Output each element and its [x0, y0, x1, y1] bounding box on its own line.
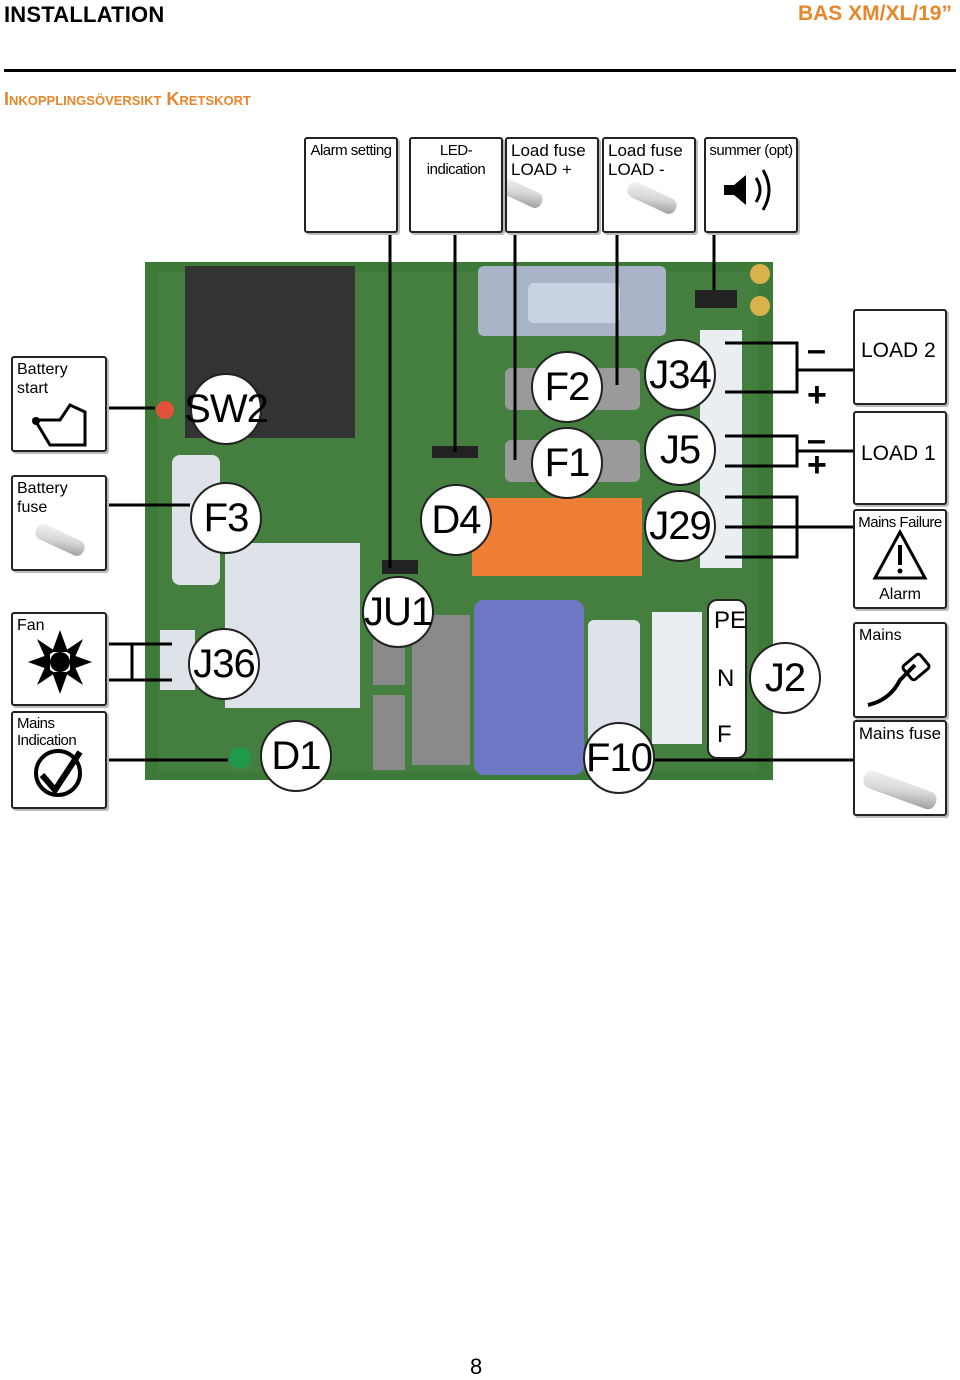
- transformer: [474, 600, 584, 775]
- box-label: Alarm setting: [310, 142, 392, 159]
- mains-terminal: [652, 612, 702, 744]
- relay: [472, 498, 642, 576]
- callout-j5: J5: [644, 414, 716, 486]
- section-title: INSTALLATION: [4, 2, 165, 27]
- start-button: [156, 401, 174, 419]
- finger-press-icon: [32, 403, 87, 447]
- box-label: LED-indication: [426, 142, 486, 178]
- box-label: summer (opt): [709, 142, 793, 159]
- label-pe: PE: [714, 607, 747, 634]
- leader-lines: [106, 232, 853, 762]
- box-sublabel: Alarm: [879, 586, 921, 603]
- box-mains-failure: Mains Failure Alarm: [853, 509, 947, 609]
- callout-f10: F10: [583, 722, 655, 794]
- callout-d1: D1: [260, 720, 332, 792]
- page-number: 8: [470, 1354, 483, 1379]
- box-label: LOAD 1: [861, 442, 936, 465]
- callout-ju1: JU1: [362, 576, 434, 648]
- warning-icon: [872, 528, 928, 580]
- fuse-graphics: [35, 176, 937, 810]
- callout-sw2: SW2: [184, 373, 269, 445]
- load1-minus-sign: –: [807, 421, 826, 459]
- callout-d4: D4: [420, 484, 492, 556]
- page-subtitle: Inkopplingsöversikt Kretskort: [4, 89, 251, 109]
- load2-minus-sign: –: [807, 331, 826, 369]
- box-label: Mains fuse: [858, 724, 942, 743]
- header-rule: [4, 69, 956, 72]
- callout-f2: F2: [531, 351, 603, 423]
- box-fan: Fan: [11, 612, 107, 706]
- box-summer: summer (opt): [704, 137, 798, 233]
- box-label: Battery start: [17, 361, 68, 397]
- box-battery-start: Battery start: [11, 356, 107, 452]
- box-label: Load fuse LOAD -: [608, 141, 683, 179]
- box-battery-fuse: Battery fuse: [11, 475, 107, 571]
- box-label: Battery fuse: [17, 480, 68, 516]
- callout-j36: J36: [188, 628, 260, 700]
- box-label: Mains Indication: [17, 715, 77, 749]
- mains-led: [229, 747, 251, 769]
- box-label: Mains: [859, 627, 902, 644]
- speaker-icon: [724, 169, 771, 211]
- callout-f3: F3: [190, 482, 262, 554]
- box-alarm-setting: Alarm setting: [304, 137, 398, 233]
- box-load1: LOAD 1: [853, 411, 947, 505]
- fan-icon: [28, 630, 92, 694]
- box-label: Mains Failure: [858, 514, 942, 531]
- box-load-fuse-plus: Load fuse LOAD +: [505, 137, 599, 233]
- callout-j29: J29: [644, 490, 716, 562]
- load1-plus-sign: +: [807, 446, 827, 484]
- box-load2: LOAD 2: [853, 309, 947, 405]
- callout-j34: J34: [644, 339, 716, 411]
- label-n: N: [717, 665, 735, 692]
- box-mains-fuse: Mains fuse: [853, 720, 947, 816]
- model-title: BAS XM/XL/19”: [797, 2, 952, 25]
- box-label: Load fuse LOAD +: [511, 141, 586, 179]
- plug-icon: [867, 652, 931, 707]
- box-label: LOAD 2: [861, 339, 936, 362]
- checkmark-icon: [34, 749, 83, 797]
- box-load-fuse-minus: Load fuse LOAD -: [602, 137, 696, 233]
- box-mains: Mains: [853, 622, 947, 718]
- box-mains-indication: Mains Indication: [11, 711, 107, 809]
- callout-j2: J2: [749, 642, 821, 714]
- label-f: F: [717, 721, 732, 748]
- load2-plus-sign: +: [807, 376, 827, 414]
- box-label: Fan: [17, 617, 45, 634]
- mains-terminal-labels: PE N F: [707, 599, 747, 759]
- callout-f1: F1: [531, 427, 603, 499]
- box-led-indication: LED-indication: [409, 137, 503, 233]
